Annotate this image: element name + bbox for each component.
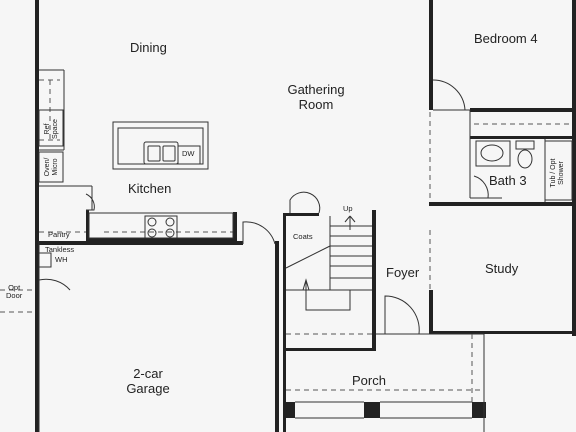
- tub-shower-line2: Shower: [557, 161, 565, 185]
- wall-pantry-east: [86, 210, 89, 242]
- cooktop: [144, 215, 178, 239]
- opt-door-line1: Opt: [8, 283, 21, 292]
- room-label-bedroom4: Bedroom 4: [474, 31, 538, 46]
- door-bath: [473, 175, 489, 199]
- wall-study-north: [429, 202, 576, 206]
- label-up: Up: [343, 204, 353, 213]
- door-bedroom4: [432, 79, 466, 111]
- garage-line1: 2-car: [133, 366, 163, 381]
- kitchen-island: [112, 121, 209, 170]
- room-label-dining: Dining: [130, 40, 167, 55]
- opt-door-line2: Door: [6, 291, 23, 300]
- gathering-room-line2: Room: [298, 97, 334, 112]
- label-ref-space: Ref Space: [44, 112, 59, 146]
- ref-space-box: [38, 109, 64, 147]
- ref-space-line1: Ref: [44, 123, 51, 135]
- wall-bedroom4-west: [429, 0, 433, 110]
- door-kitchen-garage: [242, 221, 276, 245]
- ref-space-line2: Space: [51, 119, 59, 139]
- label-wh: WH: [55, 255, 68, 264]
- wall-study-west: [429, 290, 433, 334]
- porch-column-1: [283, 402, 295, 418]
- gathering-room-line1: Gathering: [287, 82, 345, 97]
- garage-line2: Garage: [126, 381, 170, 396]
- kitchen-counter: [88, 212, 234, 239]
- door-pantry: [85, 193, 95, 211]
- wall-bath-inner: [470, 136, 576, 139]
- room-label-gathering-room: Gathering Room: [284, 82, 348, 112]
- label-tankless: Tankless: [45, 245, 75, 254]
- oven-micro-line2: Micro: [51, 158, 59, 176]
- wall-kitchen-east: [233, 212, 237, 242]
- bath-vanity: [475, 140, 511, 167]
- room-label-bath3: Bath 3: [489, 173, 527, 188]
- porch-column-2: [364, 402, 380, 418]
- tub-shower-line1: Tub / Opt: [550, 158, 557, 188]
- wall-west-main: [35, 0, 39, 432]
- room-label-study: Study: [485, 261, 519, 276]
- wall-study-east: [572, 0, 576, 336]
- oven-micro-line1: Oven/: [44, 157, 51, 177]
- wall-west-upper: [35, 0, 39, 40]
- label-opt-door: Opt Door: [6, 284, 22, 300]
- wall-stair-south: [283, 348, 376, 351]
- wall-garage-east: [275, 241, 279, 432]
- bath-sink: [480, 144, 504, 162]
- wall-bath-north: [470, 108, 576, 112]
- wall-coats-north: [283, 213, 319, 216]
- room-label-kitchen: Kitchen: [128, 181, 172, 196]
- tub-shower: [544, 140, 573, 201]
- wall-stair-west: [283, 213, 286, 351]
- label-dw: DW: [182, 149, 195, 158]
- wall-stair-east: [372, 210, 376, 350]
- label-oven-micro: Oven/ Micro: [44, 150, 59, 184]
- label-pantry: Pantry: [48, 230, 70, 239]
- wall-garage-north: [35, 241, 243, 245]
- room-label-foyer: Foyer: [386, 265, 420, 280]
- label-coats: Coats: [293, 232, 313, 241]
- wall-kitchen-south: [87, 238, 237, 242]
- oven-micro-box: [38, 151, 64, 183]
- door-foyer: [384, 295, 420, 335]
- water-heater: [38, 252, 52, 268]
- toilet-tank: [515, 140, 535, 150]
- room-label-porch: Porch: [352, 373, 386, 388]
- wall-study-south: [429, 331, 576, 334]
- room-label-garage: 2-car Garage: [116, 366, 180, 396]
- porch-column-3: [472, 402, 486, 418]
- wall-porch-west: [283, 348, 286, 432]
- toilet-bowl: [517, 149, 533, 169]
- staircase: [285, 215, 372, 311]
- label-tub-shower: Tub / Opt Shower: [550, 148, 566, 198]
- door-garage-opt: [38, 278, 71, 312]
